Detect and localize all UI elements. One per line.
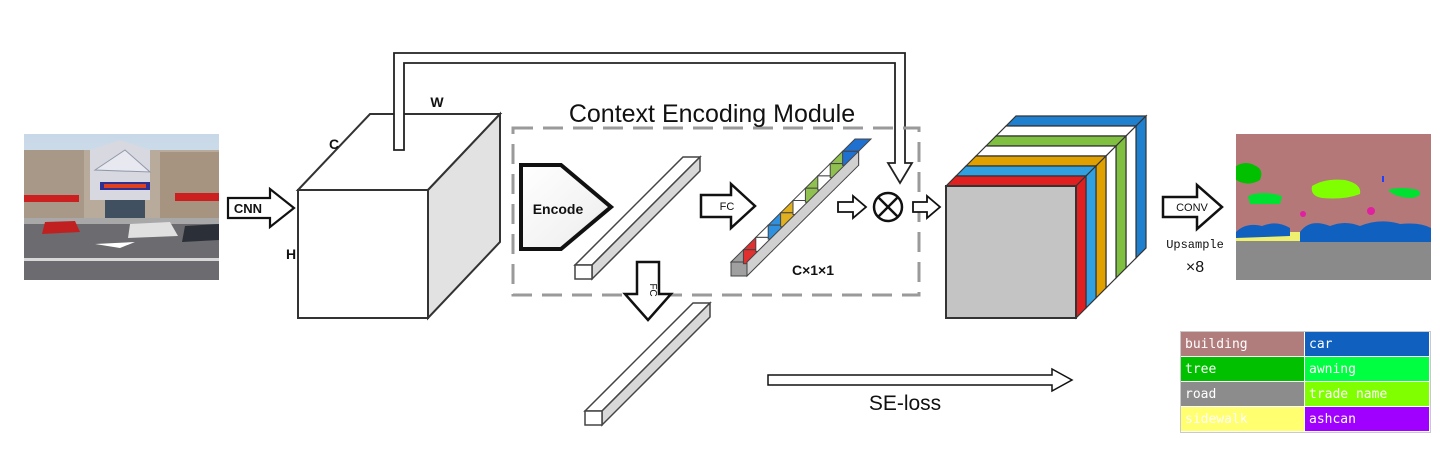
stack-layer-top	[974, 145, 1118, 157]
small-arrow-out	[912, 194, 942, 220]
vector-side	[746, 150, 860, 278]
stack-layer-side	[1115, 134, 1127, 280]
fc-top-label: FC	[720, 201, 735, 213]
conv-arrow: CONV Upsample ×8	[1161, 182, 1224, 276]
stack-layer-side	[1085, 164, 1097, 310]
stack-layer-side	[1125, 124, 1137, 270]
times8-label: ×8	[1186, 259, 1204, 276]
cnn-label: CNN	[234, 201, 262, 216]
fc-arrow-right: FC	[699, 181, 757, 231]
stack-layer-side	[1135, 114, 1147, 260]
stack-layer-top	[1004, 115, 1148, 127]
dim-w-label: W	[430, 94, 444, 110]
cx11-label: C×1×1	[792, 262, 834, 278]
segmentation-map	[1236, 134, 1431, 280]
stack-layer-top	[954, 165, 1098, 177]
encoded-vector	[573, 155, 702, 281]
legend-item-ashcan: ashcan	[1305, 407, 1430, 432]
feature-map-cube: W C H	[286, 94, 503, 321]
vector-cell-top	[841, 138, 873, 152]
se-loss-arrow: SE-loss	[767, 367, 1074, 415]
input-photo	[24, 134, 219, 280]
attention-vector: C×1×1	[729, 138, 873, 278]
encode-block: Encode	[519, 163, 615, 251]
stack-layer-side	[1105, 144, 1117, 290]
stacked-feature-maps	[944, 114, 1148, 320]
se-branch-vector	[583, 301, 712, 427]
multiply-operator	[872, 191, 904, 223]
upsample-label: Upsample	[1166, 238, 1224, 252]
dim-h-label: H	[286, 246, 296, 262]
stack-layer-side	[1095, 154, 1107, 300]
se-loss-label: SE-loss	[869, 392, 941, 415]
legend-item-road: road	[1181, 382, 1305, 407]
stack-layer-top	[944, 175, 1088, 187]
encode-label: Encode	[533, 201, 584, 217]
stack-layer-top	[964, 155, 1108, 167]
stack-layer-side	[1075, 174, 1087, 320]
legend-item-building: building	[1181, 332, 1305, 357]
legend-item-sidewalk: sidewalk	[1181, 407, 1305, 432]
fc-side-label: FC	[647, 283, 658, 296]
conv-label: CONV	[1176, 202, 1208, 214]
legend-item-awning: awning	[1305, 357, 1430, 382]
cnn-arrow: CNN	[226, 186, 296, 230]
module-title: Context Encoding Module	[569, 100, 855, 128]
legend-item-trade-name: trade name	[1305, 382, 1430, 407]
skip-connection-arrow	[393, 52, 914, 185]
stack-layer-top	[984, 135, 1128, 147]
fc-arrow-down: FC	[622, 260, 674, 322]
stack-layer-top	[994, 125, 1138, 137]
legend-item-car: car	[1305, 332, 1430, 357]
small-arrow-in	[837, 194, 868, 220]
legend-item-tree: tree	[1181, 357, 1305, 382]
dim-c-label: C	[329, 136, 339, 152]
